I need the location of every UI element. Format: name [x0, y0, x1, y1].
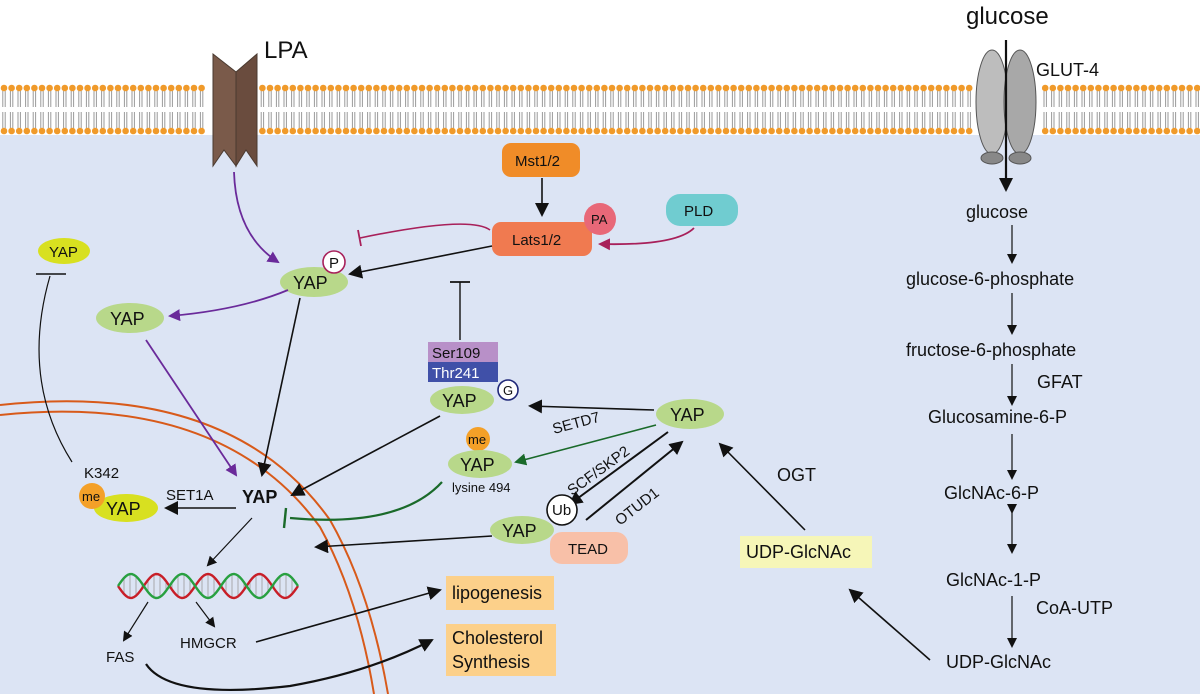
glyco-label: G — [503, 383, 513, 398]
yap-right-label: YAP — [670, 405, 705, 425]
me-mid-marker — [466, 427, 490, 451]
arrow-yap-dna — [206, 517, 253, 567]
pld-label: PLD — [684, 203, 713, 220]
ser109-box — [428, 342, 498, 362]
glucose-inside-label: glucose — [966, 202, 1028, 222]
lipogenesis-box — [446, 576, 554, 610]
mst-node — [502, 143, 580, 177]
phospho-label: P — [329, 255, 339, 272]
me-left-label: me — [82, 489, 100, 504]
yap-left-label: YAP — [110, 309, 145, 329]
nuclear-envelope — [0, 400, 389, 694]
yap-g-label: YAP — [442, 391, 477, 411]
arrow-yapp-yapnuc — [257, 297, 301, 477]
inhibit-k342-line — [38, 275, 73, 463]
me-mid-label: me — [468, 432, 486, 447]
arrow-fas-cholesterol — [145, 639, 434, 691]
pa-label: PA — [591, 212, 608, 227]
udp-glcnac-box — [740, 536, 872, 568]
lpa-receptor — [212, 52, 237, 168]
mst-label: Mst1/2 — [515, 153, 560, 170]
yap-left-node — [96, 303, 164, 333]
lats-label: Lats1/2 — [512, 232, 561, 249]
yap-p-label: YAP — [293, 273, 328, 293]
tead-node — [550, 532, 628, 564]
udp-glcnac-end-label: UDP-GlcNAc — [946, 652, 1051, 672]
lipogenesis-label: lipogenesis — [452, 583, 542, 603]
yap-p-node — [280, 267, 348, 297]
yap-ub-node — [490, 516, 554, 544]
glut4-label: GLUT-4 — [1036, 60, 1099, 80]
cholesterol-box — [446, 624, 556, 676]
arrow-setd7 — [514, 424, 657, 466]
arrow-scf-skp2 — [568, 431, 669, 506]
f6p-label: fructose-6-phosphate — [906, 340, 1076, 360]
arrow-lpa-yapp — [233, 171, 280, 264]
arrow-yapg-yapnuc — [290, 415, 441, 496]
yap-right-node — [656, 399, 724, 429]
glucose-outside-label: glucose — [966, 3, 1049, 30]
arrow-hmgcr-lipogenesis — [255, 586, 442, 643]
inhibit-me-yapnuc — [289, 481, 443, 521]
ub-label: Ub — [552, 502, 571, 519]
arrow-yapleft-yapnuc — [145, 339, 238, 477]
yap-nuclear-label: YAP — [242, 487, 277, 507]
glucosamine-6p-label: Glucosamine-6-P — [928, 407, 1067, 427]
set1a-label: SET1A — [166, 487, 214, 504]
glcnac-1p-label: GlcNAc-1-P — [946, 570, 1041, 590]
k342-label: K342 — [84, 465, 119, 482]
arrow-yapub-yapnuc — [314, 535, 493, 554]
arrow-dna-fas — [122, 601, 149, 642]
cholesterol-label-line2: Synthesis — [452, 652, 530, 672]
yap-me-mid-node — [448, 450, 512, 478]
lysine-494-label: lysine 494 — [452, 480, 511, 495]
cholesterol-label-line1: Cholesterol — [452, 628, 543, 648]
glut4-transporter — [975, 49, 1037, 165]
glyco-marker — [497, 379, 519, 401]
yap-me-mid-label: YAP — [460, 455, 495, 475]
lpa-receptor-right — [235, 52, 258, 168]
arrow-udp-to-yap — [718, 442, 806, 531]
g6p-label: glucose-6-phosphate — [906, 269, 1074, 289]
hmgcr-label: HMGCR — [180, 635, 237, 652]
arrow-dna-hmgcr — [195, 601, 216, 628]
dna-helix — [117, 572, 299, 600]
udp-glcnac-box-label: UDP-GlcNAc — [746, 542, 851, 562]
cell-membrane — [0, 84, 1200, 135]
arrow-yapright-yapg — [528, 399, 655, 414]
thr241-box — [428, 362, 498, 382]
ser109-label: Ser109 — [432, 345, 480, 362]
yap-g-node — [430, 386, 494, 414]
yap-me-left-label: YAP — [106, 499, 141, 519]
pa-node — [584, 203, 616, 235]
gfat-label: GFAT — [1037, 372, 1083, 392]
fas-label: FAS — [106, 649, 134, 666]
arrow-pld-pa — [598, 227, 695, 251]
phospho-marker — [322, 250, 346, 274]
yap-topleft-label: YAP — [49, 244, 78, 261]
glcnac-6p-label: GlcNAc-6-P — [944, 483, 1039, 503]
coa-utp-label: CoA-UTP — [1036, 598, 1113, 618]
me-left-marker — [79, 483, 105, 509]
inhibit-lats-yapp — [359, 223, 491, 239]
arrow-otud1 — [585, 440, 684, 521]
arrow-yapp-yapleft — [168, 289, 289, 322]
yap-topleft-node — [38, 238, 90, 264]
arrow-udp-to-box — [848, 588, 931, 661]
inhibit-bar-green — [282, 507, 288, 529]
pld-node — [666, 194, 738, 226]
arrow-lats-yapp — [348, 245, 493, 279]
lats-node — [492, 222, 592, 256]
thr241-label: Thr241 — [432, 365, 480, 382]
yap-me-left-node — [94, 494, 158, 522]
lpa-label: LPA — [264, 37, 308, 64]
inhibit-bar-magenta — [357, 229, 362, 247]
ogt-label: OGT — [777, 465, 816, 485]
ub-marker — [546, 494, 578, 526]
yap-ub-label: YAP — [502, 521, 537, 541]
tead-label: TEAD — [568, 541, 608, 558]
